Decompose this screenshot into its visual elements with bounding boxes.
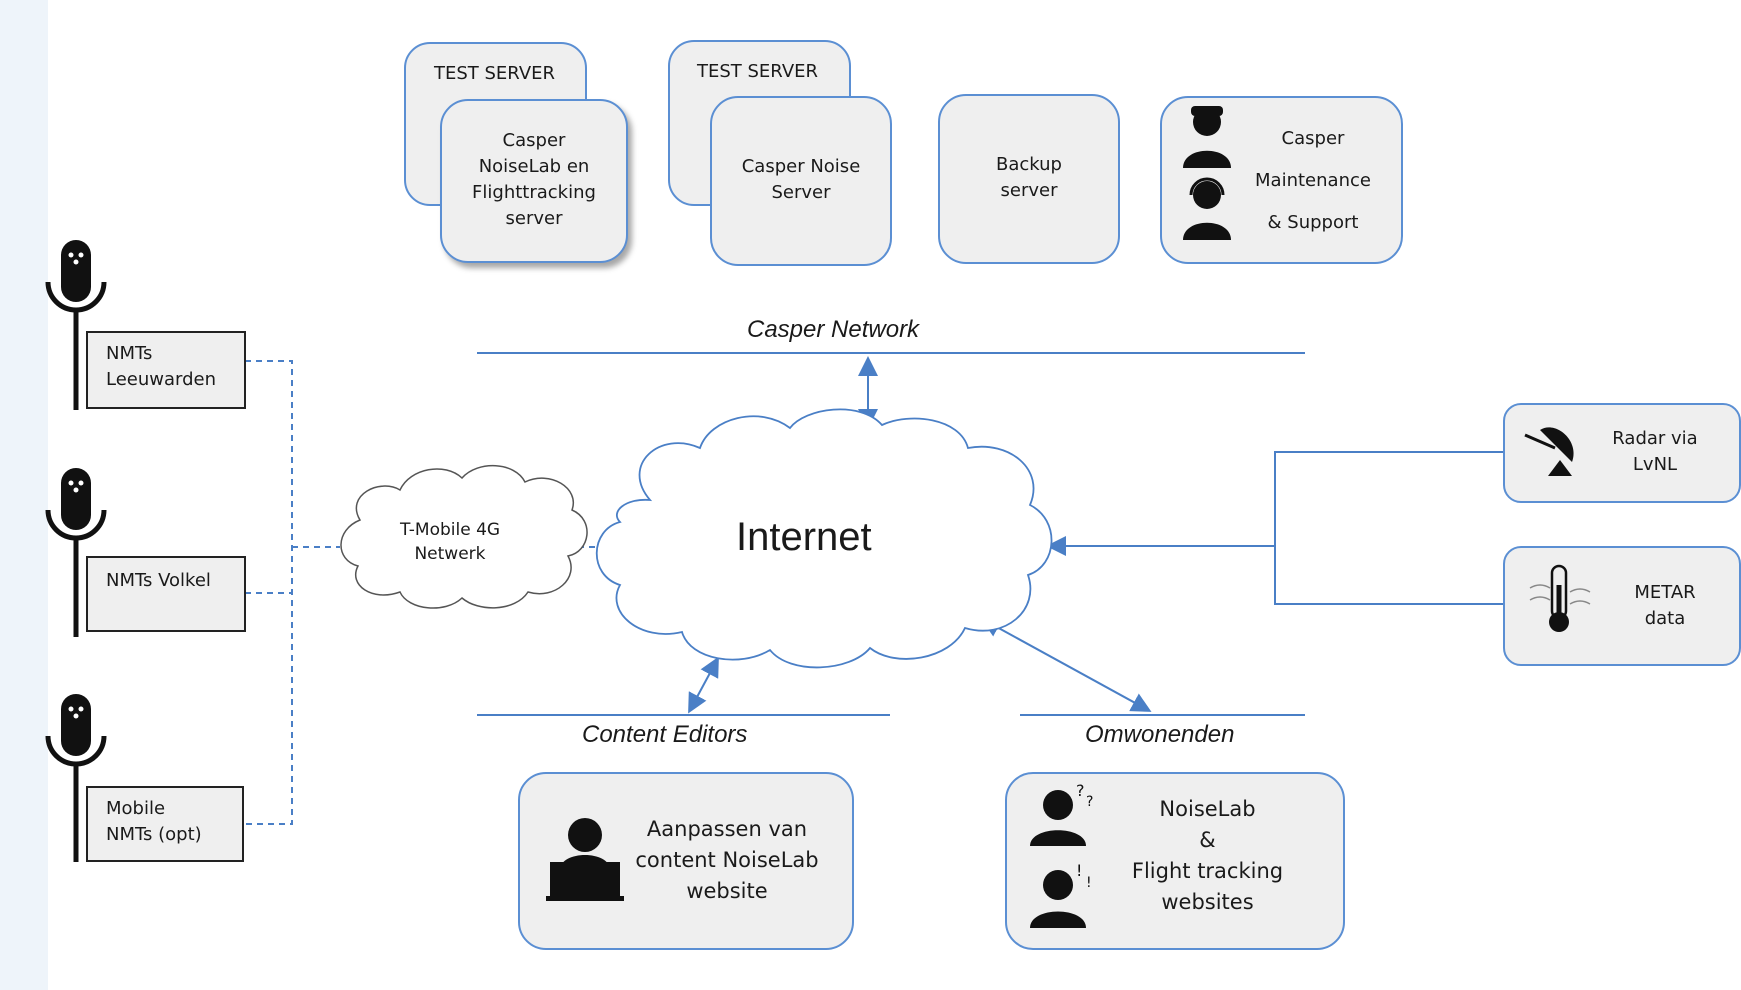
public-label: NoiseLab & Flight tracking websites: [1110, 794, 1305, 918]
omwonenden-internet-arrow: [980, 618, 1152, 712]
public-line-4: websites: [1161, 890, 1254, 914]
noiselab-line-2: NoiseLab en: [478, 156, 590, 177]
nmt-mobile-line-1: Mobile: [106, 798, 166, 819]
editor-label: Aanpassen van content NoiseLab website: [622, 814, 832, 907]
noise-server-label: Casper Noise Server: [710, 154, 892, 206]
nmt-mobile-box: Mobile NMTs (opt): [86, 786, 244, 862]
noise-server-line-2: Server: [771, 182, 831, 203]
tmobile-line-1: T-Mobile 4G: [399, 520, 501, 540]
backup-line-2: server: [1000, 180, 1058, 201]
nmt-volkel-line-1: NMTs Volkel: [106, 570, 211, 591]
editor-line-1: Aanpassen van: [646, 817, 808, 841]
backup-server-label: Backup server: [938, 152, 1120, 204]
editors-internet-arrow: [688, 656, 719, 714]
public-line-3: Flight tracking: [1131, 859, 1284, 883]
nmt-leeuwarden-box: NMTs Leeuwarden: [86, 331, 246, 409]
omwonenden-label: Omwonenden: [1085, 721, 1235, 748]
tmobile-cloud: [340, 465, 588, 609]
test-server-1-label: TEST SERVER: [434, 63, 556, 84]
metar-line-2: data: [1644, 608, 1686, 629]
internet-label: Internet: [736, 515, 872, 559]
backup-server-box: [938, 94, 1120, 264]
tmobile-line-2: Netwerk: [414, 544, 486, 564]
metar-line-1: METAR: [1634, 582, 1696, 603]
test-server-2-label: TEST SERVER: [697, 61, 819, 82]
support-line-1: Casper: [1281, 128, 1345, 149]
metar-label: METAR data: [1605, 580, 1725, 632]
noiselab-line-4: server: [505, 208, 563, 229]
public-line-2: &: [1199, 828, 1216, 852]
tmobile-label: T-Mobile 4G Netwerk: [375, 518, 525, 566]
casper-network-label: Casper Network: [747, 316, 920, 343]
noise-server-line-1: Casper Noise: [741, 156, 861, 177]
content-editors-label: Content Editors: [582, 721, 748, 748]
metar-box: [1503, 546, 1741, 666]
radar-label: Radar via LvNL: [1595, 426, 1715, 478]
noise-server-box: [710, 96, 892, 266]
noiselab-line-3: Flighttracking: [472, 182, 596, 203]
radar-line-2: LvNL: [1632, 454, 1678, 475]
support-line-2: Maintenance: [1255, 170, 1371, 191]
internet-cloud: [595, 408, 1053, 669]
backup-line-1: Backup: [996, 154, 1062, 175]
editor-line-2: content NoiseLab: [635, 848, 819, 872]
left-background-band: [0, 0, 48, 990]
editor-line-3: website: [686, 879, 768, 903]
nmt-volkel-box: NMTs Volkel: [86, 556, 246, 632]
noiselab-server-label: Casper NoiseLab en Flighttracking server: [440, 128, 628, 232]
support-line-3: & Support: [1267, 212, 1359, 233]
nmt-leeuwarden-line-2: Leeuwarden: [106, 369, 217, 390]
radar-line-1: Radar via: [1612, 428, 1698, 449]
radar-connector: [1274, 451, 1503, 605]
nmt-mobile-line-2: NMTs (opt): [106, 824, 202, 845]
public-line-1: NoiseLab: [1159, 797, 1256, 821]
nmt-leeuwarden-line-1: NMTs: [106, 343, 153, 364]
support-label: Casper Maintenance & Support: [1238, 118, 1388, 244]
noiselab-server-box: [440, 99, 628, 263]
noiselab-line-1: Casper: [502, 130, 566, 151]
